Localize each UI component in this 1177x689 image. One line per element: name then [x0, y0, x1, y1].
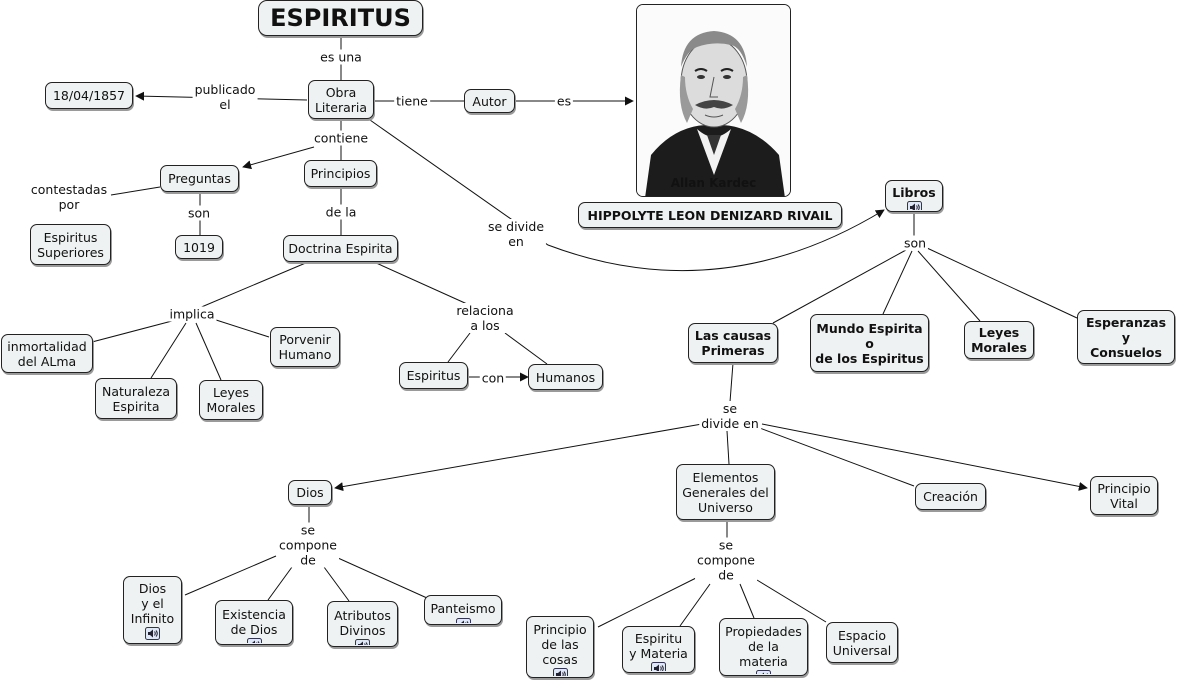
node-leyes-morales-2[interactable]: Leyes Morales [964, 321, 1034, 359]
node-espiritus-superiores[interactable]: Espiritus Superiores [30, 224, 111, 265]
link-publicado-el: publicado el [192, 82, 258, 112]
node-dios-infinito[interactable]: Dios y el Infinito [123, 576, 182, 644]
node-espacio-universal[interactable]: Espacio Universal [826, 622, 898, 663]
link-se-compone-2: se compone de [695, 537, 757, 583]
link-son-2: son [901, 235, 929, 251]
speaker-icon[interactable] [906, 201, 922, 210]
node-libros[interactable]: Libros [885, 180, 943, 212]
link-contiene: contiene [311, 130, 371, 146]
node-existencia-dios-label: Existencia de Dios [222, 607, 286, 637]
link-se-divide-en-2: se divide en [699, 401, 761, 431]
node-principio-vital[interactable]: Principio Vital [1090, 476, 1158, 515]
node-creacion[interactable]: Creación [915, 483, 986, 510]
node-naturaleza-espirita[interactable]: Naturaleza Espirita [95, 378, 177, 419]
speaker-icon[interactable] [145, 626, 160, 640]
portrait-image [637, 5, 790, 196]
node-inmortalidad[interactable]: inmortalidad del ALma [1, 334, 93, 373]
speaker-icon[interactable] [355, 639, 370, 645]
link-es: es [554, 93, 574, 109]
link-relaciona: relaciona a los [454, 303, 516, 333]
node-nombre-completo[interactable]: HIPPOLYTE LEON DENIZARD RIVAIL [578, 202, 842, 228]
link-contestadas-por: contestadas por [28, 182, 110, 212]
node-mundo-espirita[interactable]: Mundo Espirita o de los Espiritus [810, 314, 929, 372]
speaker-icon[interactable] [651, 662, 666, 671]
node-dios[interactable]: Dios [288, 480, 332, 505]
link-son-1: son [185, 205, 213, 221]
node-panteismo[interactable]: Panteismo [424, 595, 502, 625]
node-propiedades-materia[interactable]: Propiedades de la materia [719, 618, 808, 676]
node-panteismo-label: Panteismo [430, 601, 496, 616]
speaker-icon[interactable] [246, 638, 262, 643]
node-principios[interactable]: Principios [304, 160, 377, 187]
node-preguntas[interactable]: Preguntas [160, 165, 239, 192]
link-se-compone-1: se compone de [277, 522, 339, 568]
allan-kardec-portrait: Allan Kardec [636, 4, 791, 197]
node-1019[interactable]: 1019 [175, 235, 223, 259]
node-atributos-divinos-label: Atributos Divinos [334, 608, 391, 638]
node-porvenir-humano[interactable]: Porvenir Humano [270, 327, 340, 367]
node-fecha[interactable]: 18/04/1857 [45, 82, 133, 109]
node-principio-cosas[interactable]: Principio de las cosas [526, 616, 594, 678]
node-existencia-dios[interactable]: Existencia de Dios [215, 600, 293, 645]
link-tiene: tiene [394, 93, 430, 109]
node-propiedades-materia-label: Propiedades de la materia [725, 624, 802, 669]
node-elementos-generales[interactable]: Elementos Generales del Universo [676, 464, 775, 520]
node-espiritu-materia-label: Espiritu y Materia [629, 631, 688, 661]
node-humanos[interactable]: Humanos [528, 364, 603, 390]
link-implica: implica [167, 306, 217, 322]
speaker-icon[interactable] [455, 618, 471, 623]
node-principio-cosas-label: Principio de las cosas [533, 622, 587, 667]
speaker-icon[interactable] [756, 670, 771, 674]
node-atributos-divinos[interactable]: Atributos Divinos [327, 601, 398, 647]
node-obra-literaria[interactable]: Obra Literaria [308, 80, 374, 119]
node-doctrina-espirita[interactable]: Doctrina Espirita [283, 235, 398, 262]
portrait-caption: Allan Kardec [670, 176, 757, 190]
speaker-icon[interactable] [552, 668, 568, 676]
link-es-una: es una [318, 49, 364, 65]
link-con: con [479, 370, 507, 386]
node-causas-primeras[interactable]: Las causas Primeras [688, 323, 778, 363]
node-espiritus[interactable]: Espiritus [399, 362, 468, 389]
node-leyes-morales-1[interactable]: Leyes Morales [199, 380, 263, 420]
link-de-la: de la [323, 204, 359, 220]
node-autor[interactable]: Autor [464, 89, 515, 113]
node-libros-label: Libros [892, 185, 936, 200]
node-dios-infinito-label: Dios y el Infinito [130, 580, 175, 626]
map-title[interactable]: ESPIRITUS [258, 0, 423, 36]
node-espiritu-materia[interactable]: Espiritu y Materia [622, 626, 695, 673]
link-se-divide-en-1: se divide en [485, 219, 547, 249]
node-esperanzas-consuelos[interactable]: Esperanzas y Consuelos [1077, 310, 1175, 364]
